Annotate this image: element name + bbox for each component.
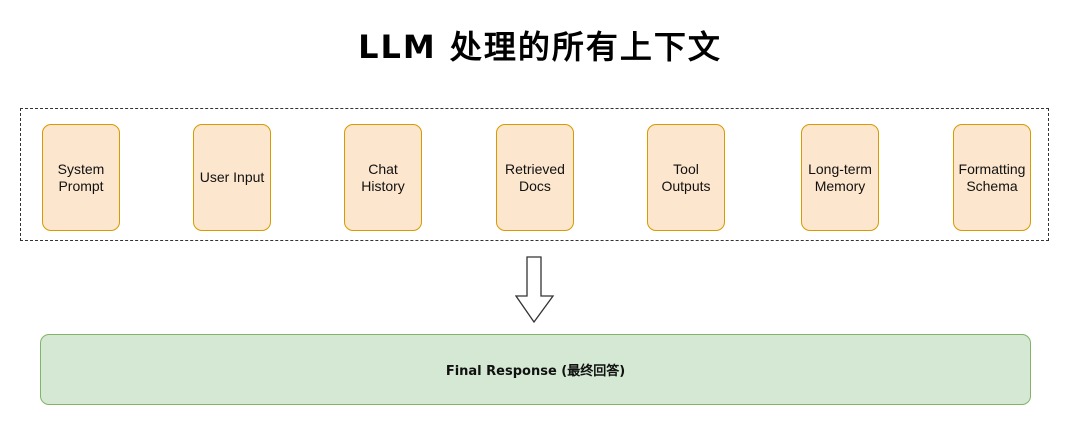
context-box-tool-outputs: Tool Outputs bbox=[647, 124, 725, 231]
down-arrow-icon bbox=[515, 256, 555, 324]
final-response-box: Final Response (最终回答) bbox=[40, 334, 1031, 405]
context-box-system-prompt: System Prompt bbox=[42, 124, 120, 231]
diagram-title: LLM 处理的所有上下文 bbox=[358, 28, 722, 66]
context-box-chat-history: Chat History bbox=[344, 124, 422, 231]
context-box-retrieved-docs: Retrieved Docs bbox=[496, 124, 574, 231]
context-group: System Prompt User Input Chat History Re… bbox=[20, 108, 1049, 241]
context-box-long-term-memory: Long-term Memory bbox=[801, 124, 879, 231]
context-box-formatting-schema: Formatting Schema bbox=[953, 124, 1031, 231]
context-box-user-input: User Input bbox=[193, 124, 271, 231]
